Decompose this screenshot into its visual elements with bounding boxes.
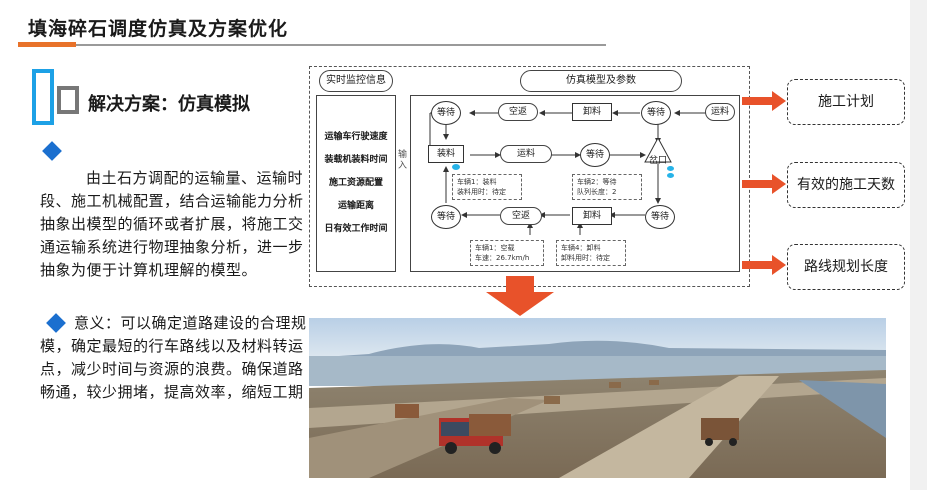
param-item: 装载机装料时间 xyxy=(324,155,388,165)
transport-node: 运料 xyxy=(500,145,552,163)
wait-node: 等待 xyxy=(641,101,671,125)
wait-node: 等待 xyxy=(431,101,461,125)
right-edge-strip xyxy=(910,0,927,490)
monitor-label: 实时监控信息 xyxy=(319,70,393,92)
vehicle-note: 车辆2：等待 队列长度：2 xyxy=(572,174,642,200)
fork-node: 岔口 xyxy=(648,156,667,166)
section-logo-grey-bar xyxy=(57,86,79,114)
transport-node: 运料 xyxy=(705,103,735,121)
param-item: 施工资源配置 xyxy=(328,178,383,188)
wait-node: 等待 xyxy=(645,205,675,229)
dump-truck-icon xyxy=(395,404,419,418)
return-node: 空返 xyxy=(500,207,542,225)
dump-truck-icon xyxy=(701,418,739,446)
title-divider xyxy=(26,44,606,46)
param-item: 日有效工作时间 xyxy=(324,224,388,234)
output-route-length: 路线规划长度 xyxy=(787,244,905,290)
input-label: 输入 xyxy=(398,150,408,171)
indicator-dot xyxy=(667,166,674,171)
output-construction-plan: 施工计划 xyxy=(787,79,905,125)
solution-paragraph-1: 由土石方调配的运输量、运输时段、施工机械配置，结合运输能力分析抽象出模型的循环或… xyxy=(40,169,304,279)
bullet-diamond-icon xyxy=(42,141,62,161)
load-node: 装料 xyxy=(428,145,464,163)
unload-node: 卸料 xyxy=(572,103,612,121)
dump-truck-icon xyxy=(544,396,560,404)
vehicle-note: 车辆1：空载 车速：26.7km/h xyxy=(470,240,544,266)
output-effective-days: 有效的施工天数 xyxy=(787,162,905,208)
down-arrow-icon xyxy=(486,276,554,316)
return-node: 空返 xyxy=(498,103,538,121)
dump-truck-icon xyxy=(439,414,511,454)
solution-paragraph-2: 意义：可以确定道路建设的合理规模，确定最短的行车路线以及材料转运点，减少时间与资… xyxy=(40,314,307,401)
indicator-dot xyxy=(667,173,674,178)
page-title: 填海碎石调度仿真及方案优化 xyxy=(28,18,289,40)
output-arrows xyxy=(742,91,786,275)
model-label: 仿真模型及参数 xyxy=(520,70,682,92)
param-item: 运输车行驶速度 xyxy=(324,132,388,142)
construction-site-photo xyxy=(309,318,886,478)
vehicle-note: 车辆1：装料 装料用时：待定 xyxy=(452,174,522,200)
param-item: 运输距离 xyxy=(337,201,374,211)
vehicle-note: 车辆4：卸料 卸料用时：待定 xyxy=(556,240,626,266)
indicator-dot xyxy=(452,164,460,170)
wait-node: 等待 xyxy=(431,205,461,229)
dump-truck-icon xyxy=(649,380,659,385)
section-logo-blue-bar xyxy=(32,69,54,125)
wait-node: 等待 xyxy=(580,143,610,167)
fork-triangle-icon xyxy=(644,136,672,163)
parameter-panel: 运输车行驶速度 装载机装料时间 施工资源配置 运输距离 日有效工作时间 xyxy=(316,95,396,272)
dump-truck-icon xyxy=(609,382,621,388)
title-accent-bar xyxy=(18,42,76,47)
solution-title: 解决方案：仿真模拟 xyxy=(88,94,250,115)
unload-node: 卸料 xyxy=(572,207,612,225)
